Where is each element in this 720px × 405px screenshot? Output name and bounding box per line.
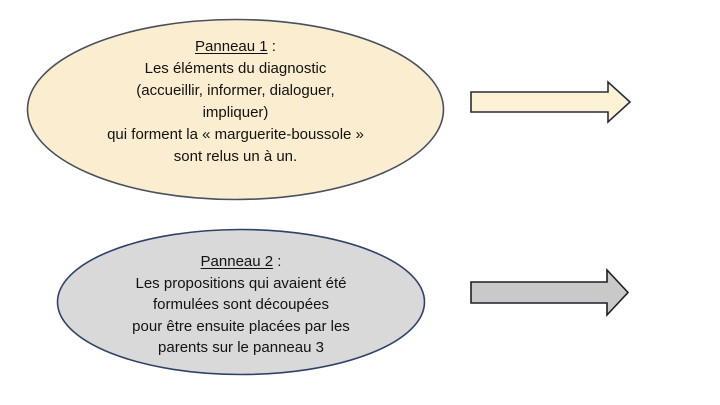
panneau-2-line-1: Les propositions qui avaient été xyxy=(135,274,347,292)
right-arrow-2-shape xyxy=(470,267,630,318)
panneau-1-line-5: sont relus un à un. xyxy=(173,148,298,165)
panneau-1-ellipse xyxy=(26,18,445,201)
panneau-1-ellipse-shape xyxy=(26,18,445,201)
panneau-2-heading-line: Panneau 2 : xyxy=(57,251,425,273)
panneau-2-line-2: formulées sont découpées xyxy=(153,296,329,313)
right-arrow-1 xyxy=(470,80,632,124)
panneau-1-line-2: (accueillir, informer, dialoguer, xyxy=(136,82,335,99)
panneau-2-line-4: parents sur le panneau 3 xyxy=(158,339,324,356)
panneau-1-line-4: qui forment la « marguerite-boussole » xyxy=(107,126,364,143)
panneau-1-heading-line: Panneau 1 : xyxy=(27,36,444,58)
panneau-1-line-1: Les éléments du diagnostic xyxy=(144,60,327,77)
panneau-2-ellipse xyxy=(56,228,426,376)
right-arrow-1-shape xyxy=(470,80,632,124)
panneau-1-line-3: impliquer) xyxy=(202,104,269,121)
panneau-2-heading-suffix: : xyxy=(273,253,282,270)
panneau-2-line-3: pour être ensuite placées par les xyxy=(132,317,350,335)
panneau-2-text: Panneau 2 : Les propositions qui avaient… xyxy=(57,251,425,359)
panneau-2-ellipse-shape xyxy=(56,228,426,376)
panneau-1-heading: Panneau 1 xyxy=(195,38,268,55)
panneau-1-heading-suffix: : xyxy=(267,38,276,55)
panneau-1-text: Panneau 1 : Les éléments du diagnostic (… xyxy=(27,36,444,168)
panneau-2-heading: Panneau 2 xyxy=(200,253,274,270)
right-arrow-2 xyxy=(470,267,630,318)
